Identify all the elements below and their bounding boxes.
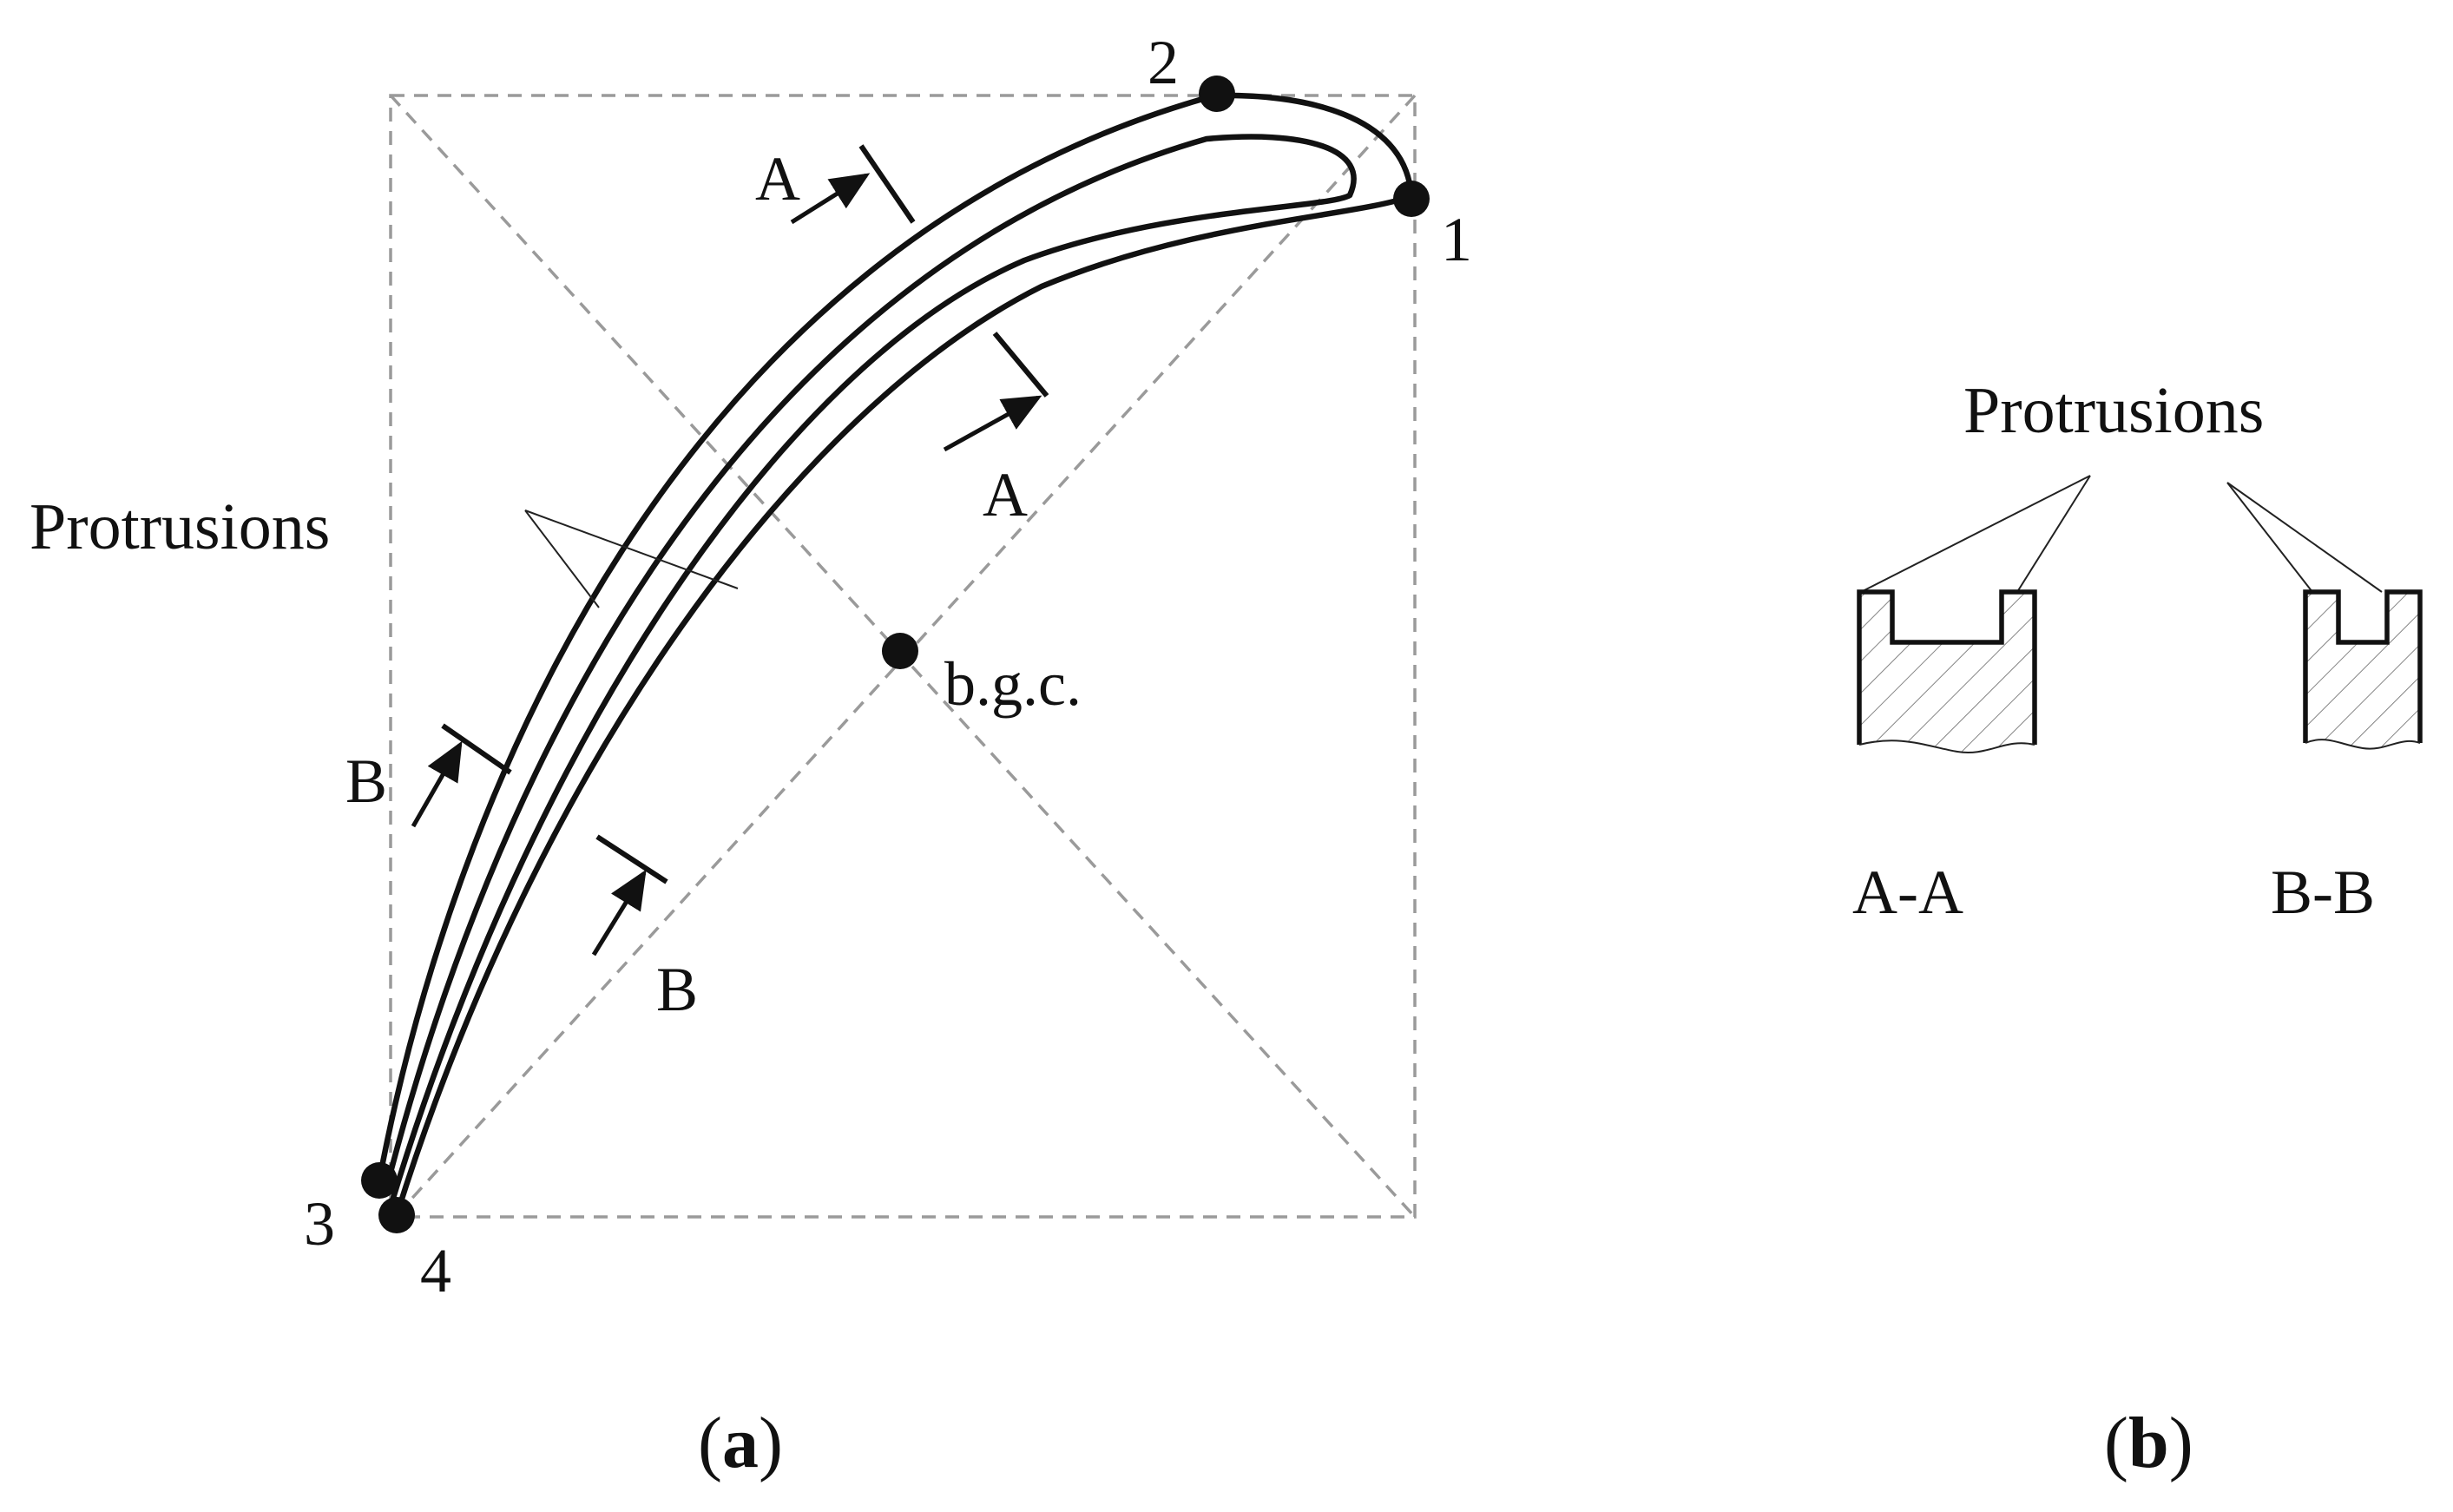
section-tick xyxy=(441,723,512,775)
section-tick xyxy=(595,834,668,884)
point-3: 3 xyxy=(304,1162,398,1259)
point-label: 2 xyxy=(1148,28,1179,97)
section-bb-break-line xyxy=(2305,739,2421,750)
point-dot xyxy=(361,1162,398,1199)
protrusions-label-b: Protrusions xyxy=(1963,374,2264,447)
section-label: B xyxy=(345,746,387,816)
point-label: 1 xyxy=(1441,205,1472,274)
caption-b: (b) xyxy=(2104,1403,2193,1483)
leader-line-1 xyxy=(524,509,739,589)
section-aa-outline xyxy=(1857,589,2037,745)
blade-inner-profile xyxy=(383,134,1357,1210)
caption-a: (a) xyxy=(698,1403,783,1483)
section-tick xyxy=(858,144,916,224)
leader-line-1 xyxy=(1860,475,2091,593)
section-bb-label: B-B xyxy=(2271,858,2375,927)
section-marker-b-lower: B xyxy=(591,834,698,1024)
leader-line-3 xyxy=(2226,482,2313,593)
point-dot xyxy=(1393,181,1430,217)
panel-b: Protrusions A-A B-B (b) xyxy=(1852,374,2423,1483)
point-dot xyxy=(378,1197,415,1233)
point-4: 4 xyxy=(378,1197,451,1305)
point-dot xyxy=(882,633,918,669)
point-1: 1 xyxy=(1393,181,1472,274)
section-bb-hatch xyxy=(2305,592,2420,749)
leader-line-2 xyxy=(524,509,600,608)
section-label: A xyxy=(983,460,1028,529)
point-bgc: b.g.c. xyxy=(882,633,1082,719)
point-label: b.g.c. xyxy=(944,649,1082,719)
section-aa: A-A xyxy=(1852,589,2037,927)
section-bb: B-B xyxy=(2271,589,2423,927)
section-tick xyxy=(992,332,1049,398)
point-dot xyxy=(1199,76,1235,112)
point-label: 4 xyxy=(420,1236,451,1305)
section-aa-hatch xyxy=(1859,592,2035,753)
arrow-icon xyxy=(790,173,871,225)
arrow-icon xyxy=(943,395,1042,452)
point-label: 3 xyxy=(304,1189,335,1259)
section-marker-b-upper: B xyxy=(345,723,512,828)
section-aa-label: A-A xyxy=(1852,858,1963,927)
section-label: B xyxy=(656,955,698,1024)
protrusions-label-a: Protrusions xyxy=(30,490,330,563)
section-aa-break-line xyxy=(1858,740,2035,753)
section-bb-outline xyxy=(2303,589,2423,743)
section-label: A xyxy=(755,144,800,214)
arrow-icon xyxy=(591,869,647,957)
protrusion-leaders-b xyxy=(1860,475,2383,593)
protrusion-leaders-a xyxy=(524,509,739,608)
leader-line-2 xyxy=(2016,475,2091,593)
arrow-icon xyxy=(411,740,463,828)
panel-a: A A B B 1 2 3 xyxy=(30,28,1472,1483)
leader-line-4 xyxy=(2226,482,2383,593)
section-marker-a-upper: A xyxy=(755,144,916,225)
section-marker-a-lower: A xyxy=(943,332,1049,529)
bounding-rectangle xyxy=(389,94,1417,1219)
point-2: 2 xyxy=(1148,28,1235,112)
